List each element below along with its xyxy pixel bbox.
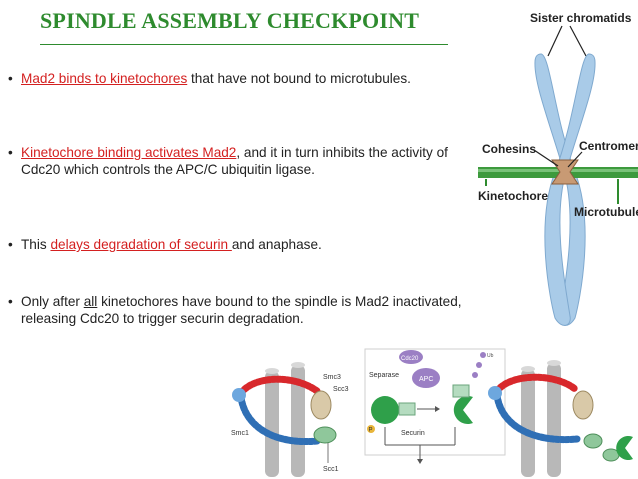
chromatin-rod: [265, 371, 279, 477]
scc3-subunit: [310, 390, 332, 420]
cdc20-blob: [399, 350, 423, 364]
pointer-line: [533, 149, 559, 167]
label-scc3: Scc3: [333, 386, 349, 393]
bullet-2-highlight: Kinetochore binding activates Mad2: [21, 145, 237, 160]
bullet-1: • Mad2 binds to kinetochores that have n…: [8, 70, 463, 87]
bullet-1-highlight: Mad2 binds to kinetochores: [21, 71, 188, 86]
label-separase: Separase: [369, 372, 399, 379]
bullet-dot: •: [8, 145, 13, 160]
smc1-arm: [237, 393, 321, 446]
chromosome-diagram: Sister chromatids Cohesins Centromere Ki…: [478, 11, 638, 326]
smc-head: [232, 388, 246, 402]
securin-box: [398, 402, 416, 416]
bullet-4-prefix: Only after: [21, 294, 84, 309]
bullet-dot: •: [8, 71, 13, 86]
label-smc1: Smc1: [231, 430, 249, 437]
separase-panel: Cdc20 APC Separase Securin Ub P: [364, 348, 506, 464]
bullet-dot: •: [8, 237, 13, 252]
ubiquitin-chain: [476, 362, 482, 368]
cohesin-diagram: Smc3 Scc3 Smc1 Scc1 Cdc20 APC Separase S…: [231, 348, 633, 477]
smc3-arm: [493, 373, 579, 395]
arrow-head: [435, 406, 440, 412]
pointer-line: [569, 25, 587, 57]
scc1-fragment: [583, 433, 603, 449]
label-apc: APC: [419, 376, 433, 383]
pointer-line: [567, 151, 583, 168]
ubiquitin-chain: [472, 372, 478, 378]
label-securin: Securin: [401, 430, 425, 437]
panel-border: [364, 348, 506, 456]
bullet-3-text: and anaphase.: [231, 237, 322, 252]
bullet-3: • This delays degradation of securin and…: [8, 236, 463, 253]
scc1-subunit: [313, 426, 337, 444]
bullet-2: • Kinetochore binding activates Mad2, an…: [8, 144, 463, 178]
scc3-subunit: [572, 390, 594, 420]
label-p: P: [369, 428, 373, 434]
bullet-1-text: that have not bound to microtubules.: [187, 71, 411, 86]
bullet-4: • Only after all kinetochores have bound…: [8, 293, 463, 327]
label-ub: Ub: [487, 353, 494, 359]
separase-enzyme: [616, 436, 633, 460]
label-cdc20: Cdc20: [401, 356, 419, 362]
phosphate-marker: [367, 425, 375, 433]
chromatin-rod-top: [265, 368, 279, 374]
microtubule-highlight: [478, 169, 638, 172]
bullet-3-prefix: This: [21, 237, 51, 252]
title-underline: [40, 44, 448, 45]
chromatin-rod-top: [521, 366, 535, 372]
smc1-arm: [493, 391, 581, 444]
label-centromere: Centromere: [579, 139, 638, 153]
label-sister-chromatids: Sister chromatids: [530, 11, 632, 25]
smc3-arm: [237, 375, 321, 397]
label-scc1: Scc1: [323, 466, 339, 473]
label-kinetochore: Kinetochore: [478, 189, 548, 203]
chromatin-rod-top: [547, 360, 561, 366]
ubiquitin-box: [452, 384, 470, 398]
separase-active: [453, 396, 473, 424]
label-smc3: Smc3: [323, 374, 341, 381]
chromatin-rod: [521, 369, 535, 477]
bullet-2-text: , and it in turn inhibits the activity o…: [21, 145, 448, 177]
arrow-head: [417, 459, 423, 464]
chromatin-rod: [291, 365, 305, 477]
bullet-4-text: kinetochores have bound to the spindle i…: [21, 294, 462, 326]
microtubule-bar: [478, 167, 638, 178]
chromatin-rod: [547, 363, 561, 477]
cohesin-panel-right: [488, 360, 633, 477]
cohesin-panel-left: Smc3 Scc3 Smc1 Scc1: [231, 362, 349, 477]
kinetochore-shape: [551, 159, 579, 185]
chromatin-rod-top: [291, 362, 305, 368]
page-title: SPINDLE ASSEMBLY CHECKPOINT: [40, 8, 420, 33]
label-cohesins: Cohesins: [482, 142, 536, 156]
apc-blob: [412, 368, 440, 388]
separase-enzyme: [371, 396, 399, 424]
bullet-3-highlight: delays degradation of securin: [50, 237, 232, 252]
pointer-line: [547, 25, 563, 57]
ubiquitin-chain: [480, 352, 486, 358]
smc-head: [488, 386, 502, 400]
label-microtubule: Microtubule: [574, 205, 638, 219]
bullet-dot: •: [8, 294, 13, 309]
bullet-4-underlined: all: [83, 294, 98, 309]
